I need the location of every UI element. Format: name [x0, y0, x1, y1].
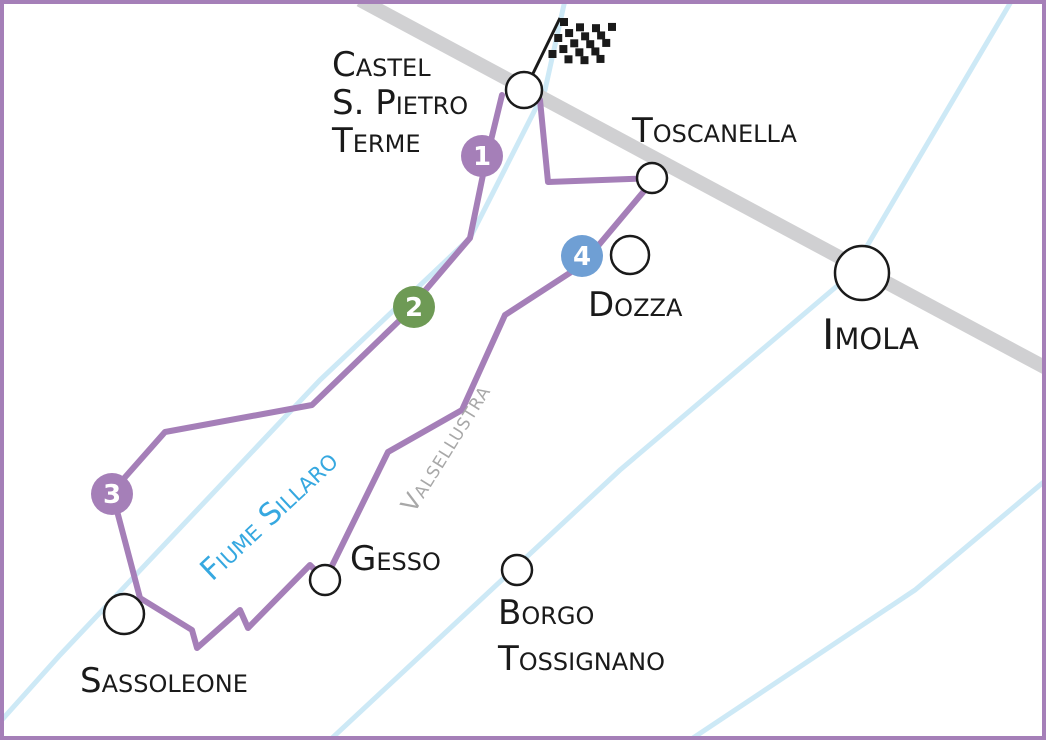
- marker-3-label: 3: [103, 480, 121, 510]
- town-dot-gesso[interactable]: [308, 563, 342, 597]
- flag-cell: [575, 48, 584, 57]
- route-line: [109, 92, 658, 651]
- flag-cell: [602, 38, 611, 47]
- marker-1-label: 1: [473, 142, 491, 172]
- label-sassoleone: Sassoleone: [80, 661, 248, 701]
- via-emilia-road: [356, 4, 1042, 374]
- town-dot-castel-s-pietro-terme[interactable]: [504, 70, 544, 110]
- flag-cell: [591, 47, 600, 56]
- flag-cell: [580, 56, 589, 65]
- label-borgo-tossignano: Borgo Tossignano: [497, 593, 665, 679]
- town-dot-sassoleone[interactable]: [102, 592, 146, 636]
- label-dozza: Dozza: [588, 285, 683, 325]
- flag-cell: [570, 39, 579, 48]
- town-dot-imola[interactable]: [833, 244, 891, 302]
- flag-cell: [560, 18, 568, 26]
- marker-2[interactable]: 2: [393, 286, 435, 328]
- flag-cell: [576, 23, 584, 32]
- town-markers: [102, 70, 891, 636]
- flag-cell: [586, 40, 595, 49]
- flag-cell: [564, 55, 573, 64]
- marker-4-label: 4: [573, 242, 591, 272]
- flag-cell: [596, 54, 605, 63]
- marker-4[interactable]: 4: [561, 235, 603, 277]
- flag-cell: [608, 22, 616, 31]
- label-valsellustra: Valsellustra: [395, 379, 496, 517]
- river-sillaro: [4, 4, 567, 722]
- flag-cell: [597, 31, 606, 40]
- marker-3[interactable]: 3: [91, 473, 133, 515]
- flag-cell: [548, 50, 557, 58]
- marker-2-label: 2: [405, 293, 423, 323]
- town-dot-toscanella[interactable]: [635, 161, 669, 195]
- flag-cell: [592, 24, 600, 33]
- town-dot-borgo-tossignano[interactable]: [500, 553, 534, 587]
- route-markers: 1 2 3 4: [91, 135, 603, 515]
- label-imola: Imola: [822, 310, 919, 359]
- town-labels: Castel S. Pietro Terme Toscanella Dozza …: [80, 45, 919, 701]
- flag-cell: [559, 45, 568, 54]
- marker-1[interactable]: 1: [461, 135, 503, 177]
- river-santerno: [691, 480, 1042, 736]
- flag-cell: [554, 34, 563, 42]
- label-gesso: Gesso: [350, 539, 441, 579]
- town-dot-dozza[interactable]: [609, 234, 651, 276]
- flag-cell: [565, 29, 574, 38]
- flag-cell: [581, 32, 590, 41]
- label-toscanella: Toscanella: [631, 111, 797, 151]
- label-castel-s-pietro-terme: Castel S. Pietro Terme: [331, 45, 479, 161]
